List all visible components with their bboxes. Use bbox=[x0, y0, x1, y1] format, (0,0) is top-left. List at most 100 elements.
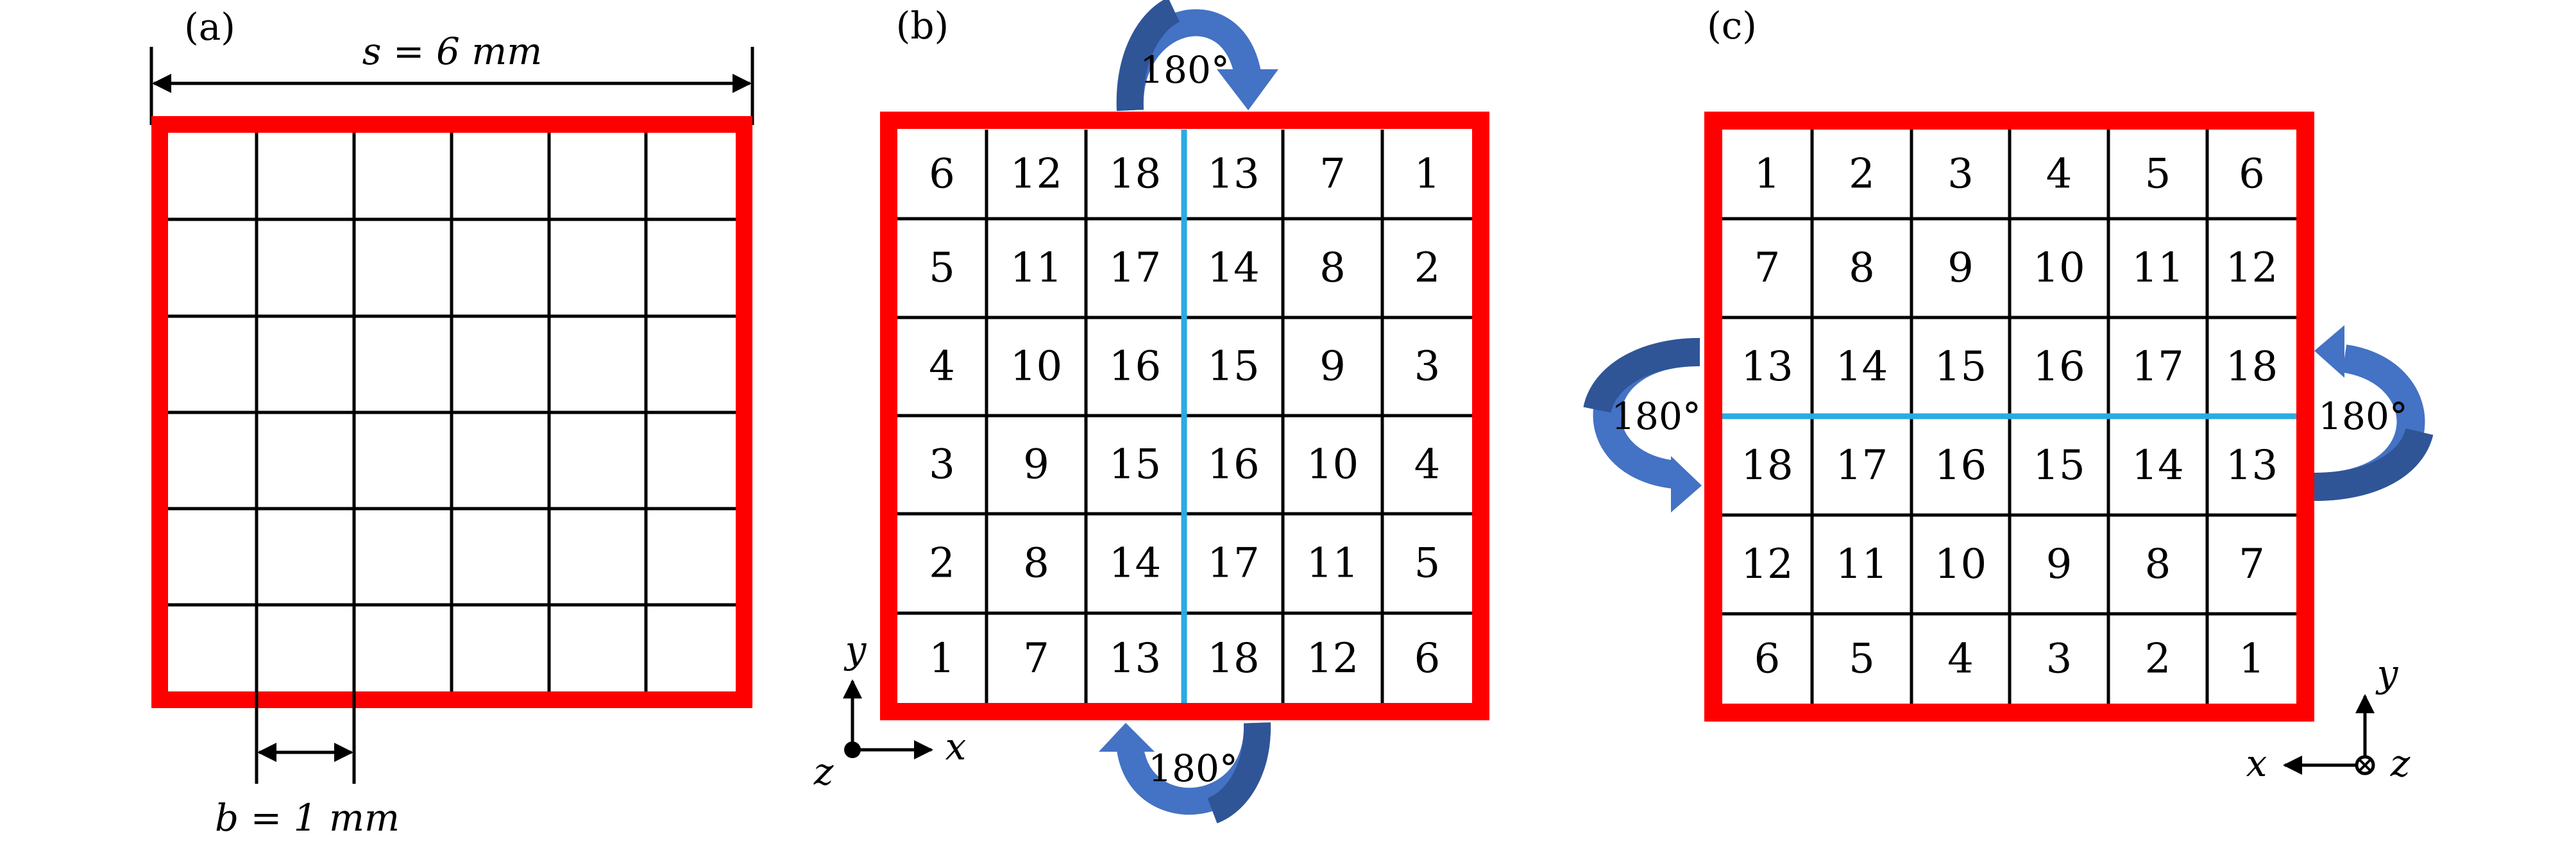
cell-number: 4 bbox=[2046, 151, 2072, 198]
cell-number: 2 bbox=[2145, 636, 2171, 683]
rotation-label-right: 180° bbox=[2318, 394, 2408, 438]
cell-number: 10 bbox=[1010, 343, 1062, 391]
cell-number: 14 bbox=[1207, 244, 1259, 292]
cell-number: 12 bbox=[2226, 244, 2278, 292]
cell-number: 7 bbox=[1319, 151, 1346, 198]
cell-number: 13 bbox=[1109, 635, 1161, 682]
cell-number: 14 bbox=[1836, 343, 1888, 391]
cell-number: 3 bbox=[929, 441, 955, 489]
panel-b-label: (b) bbox=[896, 4, 949, 47]
cell-number: 13 bbox=[2226, 442, 2278, 489]
cell-number: 18 bbox=[1741, 442, 1793, 489]
cell-number: 16 bbox=[1109, 343, 1161, 391]
cell-number: 1 bbox=[1414, 151, 1441, 198]
cell-number: 11 bbox=[2131, 244, 2183, 292]
cell-number: 16 bbox=[2033, 343, 2085, 391]
cell-number: 8 bbox=[1849, 244, 1875, 292]
cell-number: 5 bbox=[1849, 636, 1875, 683]
cell-number: 8 bbox=[1319, 244, 1346, 292]
cell-number: 14 bbox=[1109, 540, 1161, 588]
cell-number: 18 bbox=[2226, 343, 2278, 391]
cell-number: 17 bbox=[2131, 343, 2183, 391]
cell-number: 9 bbox=[2046, 541, 2072, 588]
red-frame bbox=[151, 116, 752, 708]
cell-number: 1 bbox=[1754, 151, 1781, 198]
cell-number: 1 bbox=[929, 635, 955, 682]
z-axis-out-of-page-icon bbox=[844, 741, 861, 758]
cell-number: 11 bbox=[1307, 540, 1359, 588]
cell-number: 3 bbox=[2046, 636, 2072, 683]
cell-number: 9 bbox=[1947, 244, 1974, 292]
panel-a: (a) s = 6 mm b = 1 mm bbox=[149, 5, 754, 840]
axes-b: y x z bbox=[813, 628, 967, 793]
cell-number: 7 bbox=[2239, 541, 2265, 588]
cell-number: 9 bbox=[1023, 441, 1049, 489]
z-axis-label: z bbox=[813, 750, 834, 793]
cell-number: 18 bbox=[1109, 151, 1161, 198]
cell-number: 4 bbox=[929, 343, 955, 391]
x-axis-label: x bbox=[945, 725, 967, 768]
cell-number: 11 bbox=[1010, 244, 1062, 292]
y-axis-label: y bbox=[843, 628, 867, 672]
cell-number: 3 bbox=[1414, 343, 1441, 391]
cell-number: 5 bbox=[929, 244, 955, 292]
cell-number: 1 bbox=[2239, 636, 2265, 683]
rotation-label-bottom: 180° bbox=[1148, 747, 1238, 790]
cell-number: 6 bbox=[929, 151, 955, 198]
cell-number: 8 bbox=[1023, 540, 1049, 588]
cell-number: 12 bbox=[1010, 151, 1062, 198]
cell-number: 10 bbox=[1307, 441, 1359, 489]
rotation-arrow-left-icon bbox=[1583, 337, 1702, 512]
x-axis-label: x bbox=[2246, 741, 2267, 785]
cell-number: 17 bbox=[1109, 244, 1161, 292]
cell-number: 12 bbox=[1741, 541, 1793, 588]
z-axis-into-page-icon bbox=[2355, 755, 2375, 775]
red-frame bbox=[880, 112, 1489, 720]
cell-number: 2 bbox=[1849, 151, 1875, 198]
z-axis-label: z bbox=[2390, 741, 2411, 785]
cell-number: 15 bbox=[1935, 343, 1987, 391]
cell-number: 15 bbox=[2033, 442, 2085, 489]
cell-number: 2 bbox=[1414, 244, 1441, 292]
rotation-label-top: 180° bbox=[1140, 48, 1230, 92]
y-axis-label: y bbox=[2375, 652, 2399, 695]
cell-number: 6 bbox=[2239, 151, 2265, 198]
cell-number: 13 bbox=[1207, 151, 1259, 198]
cell-number: 7 bbox=[1754, 244, 1781, 292]
rotation-arrow-right-icon bbox=[2314, 325, 2434, 502]
cell-number: 9 bbox=[1319, 343, 1346, 391]
cell-dimension-label: b = 1 mm bbox=[215, 796, 400, 840]
red-frame bbox=[1704, 112, 2314, 722]
cell-number: 16 bbox=[1935, 442, 1987, 489]
cell-number: 3 bbox=[1947, 151, 1974, 198]
panel-a-label: (a) bbox=[184, 5, 235, 49]
cell-number: 5 bbox=[1414, 540, 1441, 588]
cell-number: 17 bbox=[1207, 540, 1259, 588]
rotation-arrow-bottom-icon bbox=[1099, 722, 1271, 824]
cell-number: 5 bbox=[2145, 151, 2171, 198]
empty-grid bbox=[168, 133, 736, 691]
rotation-arrow-top-icon bbox=[1116, 0, 1278, 112]
cell-number: 4 bbox=[1947, 636, 1974, 683]
cell-number: 11 bbox=[1836, 541, 1888, 588]
cell-number: 6 bbox=[1414, 635, 1441, 682]
cell-number: 13 bbox=[1741, 343, 1793, 391]
cell-number: 8 bbox=[2145, 541, 2171, 588]
cell-number: 7 bbox=[1023, 635, 1049, 682]
side-dimension-label: s = 6 mm bbox=[362, 30, 543, 73]
cell-number: 12 bbox=[1307, 635, 1359, 682]
panel-c-label: (c) bbox=[1707, 4, 1757, 47]
cell-number: 16 bbox=[1207, 441, 1259, 489]
cell-number: 15 bbox=[1207, 343, 1259, 391]
cell-number: 14 bbox=[2131, 442, 2183, 489]
cell-number: 15 bbox=[1109, 441, 1161, 489]
cell-number: 6 bbox=[1754, 636, 1781, 683]
cell-number: 2 bbox=[929, 540, 955, 588]
cell-number: 4 bbox=[1414, 441, 1441, 489]
cell-number: 10 bbox=[2033, 244, 2085, 292]
cell-number: 17 bbox=[1836, 442, 1888, 489]
